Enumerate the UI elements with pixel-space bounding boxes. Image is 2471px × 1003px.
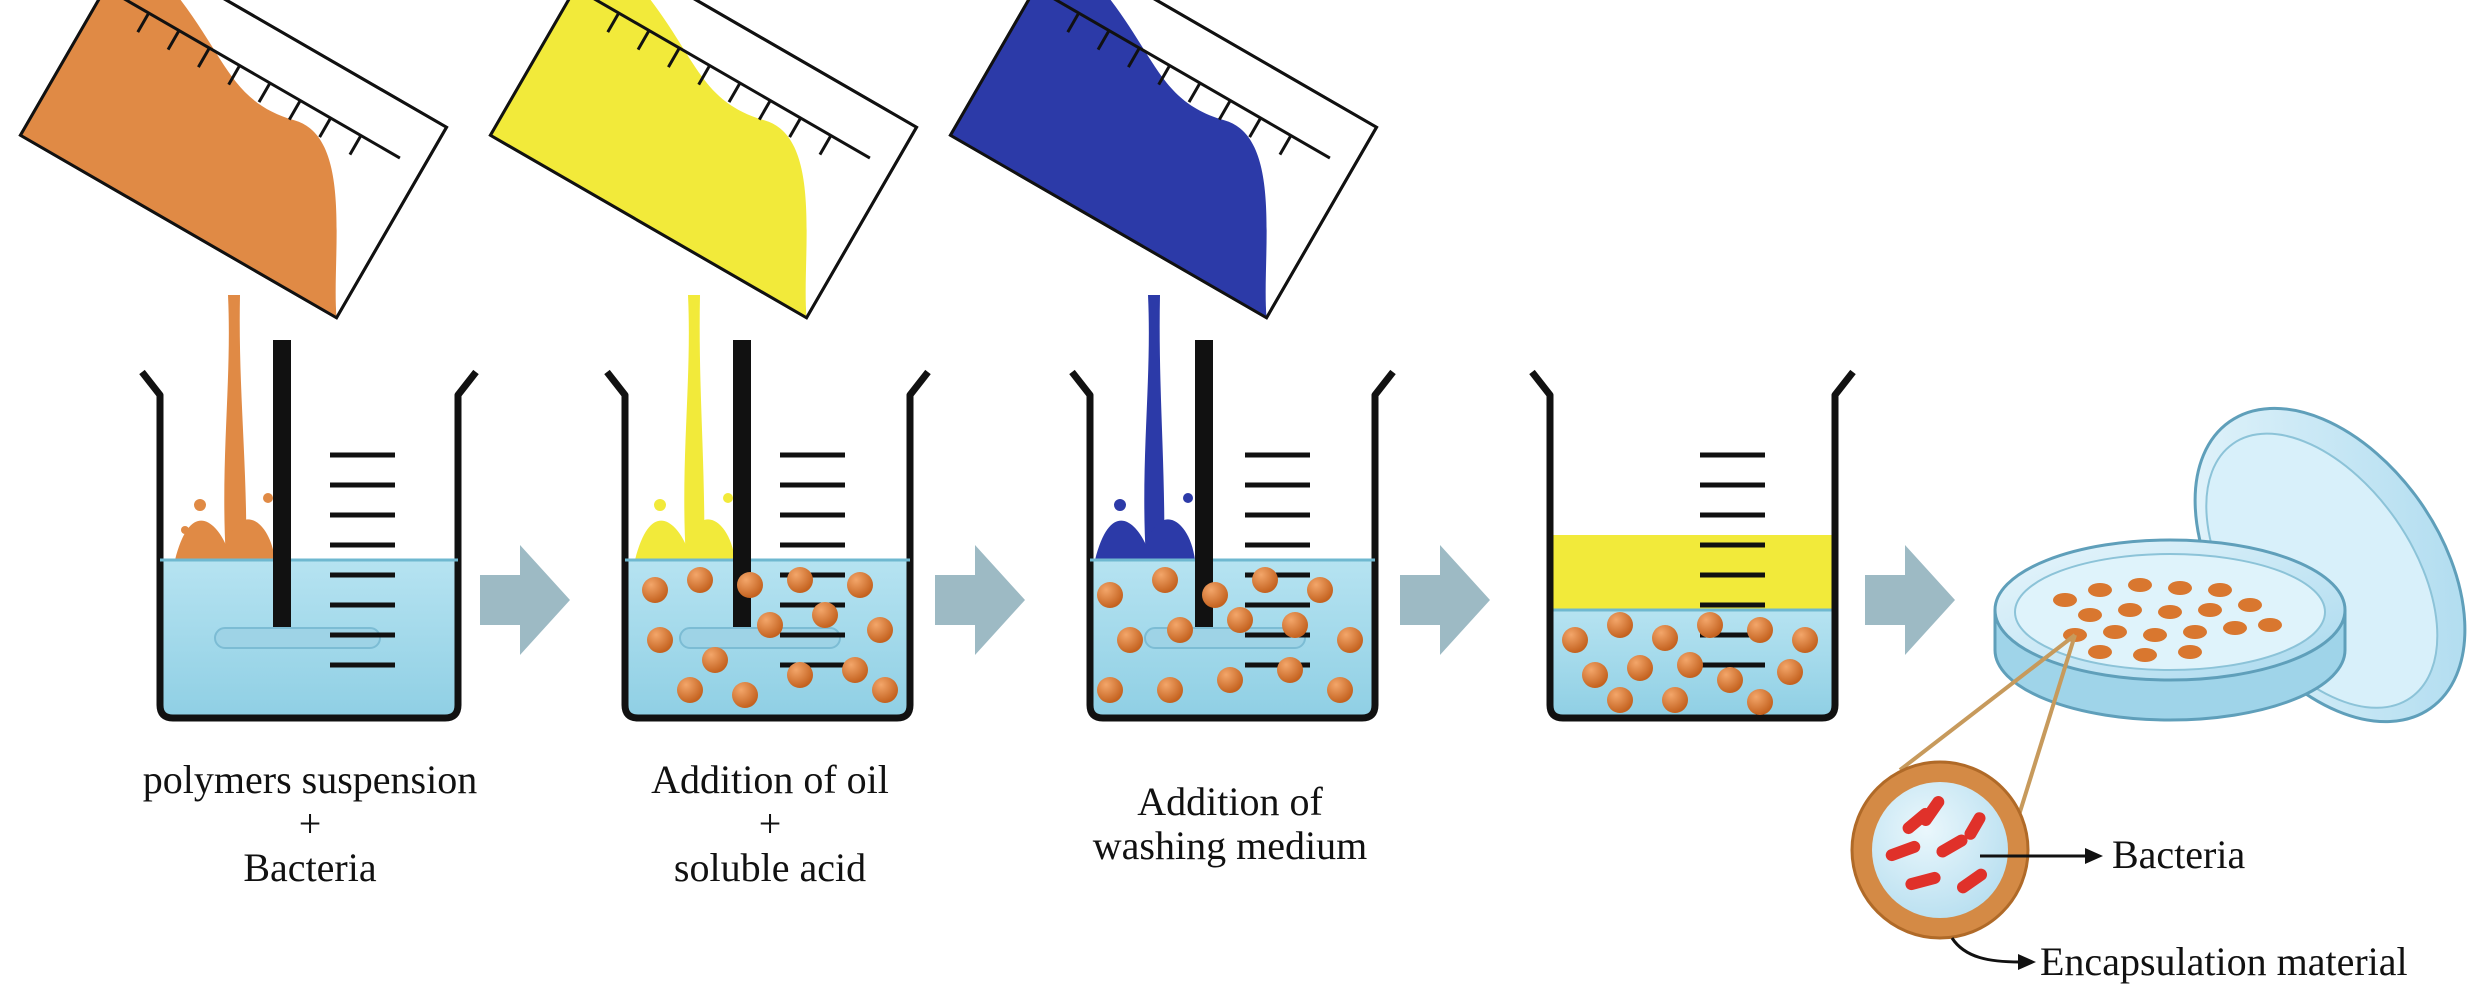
step2-pouring-beaker [488, 0, 919, 320]
washing-liquid [950, 0, 1267, 318]
step4-beaker [1529, 369, 1856, 722]
step2-caption-line3: soluble acid [673, 845, 867, 890]
stirrer-icon [1195, 340, 1213, 635]
step3-beaker [1069, 340, 1396, 722]
bacteria-callout-arrow [1980, 848, 2103, 864]
oil-layer [1550, 535, 1835, 610]
encapsulation-callout-arrow [1950, 937, 2036, 970]
step2-beaker [604, 340, 931, 722]
step3-caption-line2: washing medium [1092, 823, 1368, 868]
process-arrow-icon [480, 545, 570, 655]
process-arrow-icon [1400, 545, 1490, 655]
process-arrow-icon [935, 545, 1025, 655]
bacteria-label: Bacteria [2112, 832, 2246, 877]
step1-stream [175, 295, 275, 560]
encapsulation-material-label: Encapsulation material [2040, 939, 2408, 984]
step3-pouring-beaker [948, 0, 1379, 320]
step1-pouring-beaker [18, 0, 449, 320]
bead-cluster [1562, 612, 1818, 715]
step2-caption: Addition of oil + soluble acid [570, 758, 970, 890]
step2-stream [635, 295, 735, 560]
magnified-bead-icon [1850, 760, 2030, 940]
step3-caption-line1: Addition of [1137, 779, 1323, 824]
petri-dish-icon [1993, 406, 2467, 724]
step2-caption-line2: + [758, 801, 782, 846]
step3-caption: Addition of washing medium [1030, 780, 1430, 868]
step1-caption-line1: polymers suspension [142, 757, 478, 802]
step1-caption-line3: Bacteria [243, 845, 377, 890]
stirrer-icon [733, 340, 751, 635]
process-arrow-icon [1865, 545, 1955, 655]
step3-stream [1095, 295, 1195, 560]
step1-caption-line2: + [298, 801, 322, 846]
bead-cluster [1097, 567, 1363, 703]
oil-liquid [490, 0, 807, 318]
dish-beads [2053, 578, 2282, 662]
polymer-liquid [20, 0, 337, 318]
step1-caption: polymers suspension + Bacteria [110, 758, 510, 890]
bead-cluster [642, 567, 898, 708]
step2-caption-line1: Addition of oil [651, 757, 889, 802]
step1-beaker [139, 340, 479, 722]
bacteria-cells [1885, 795, 1988, 894]
stirrer-icon [273, 340, 291, 635]
